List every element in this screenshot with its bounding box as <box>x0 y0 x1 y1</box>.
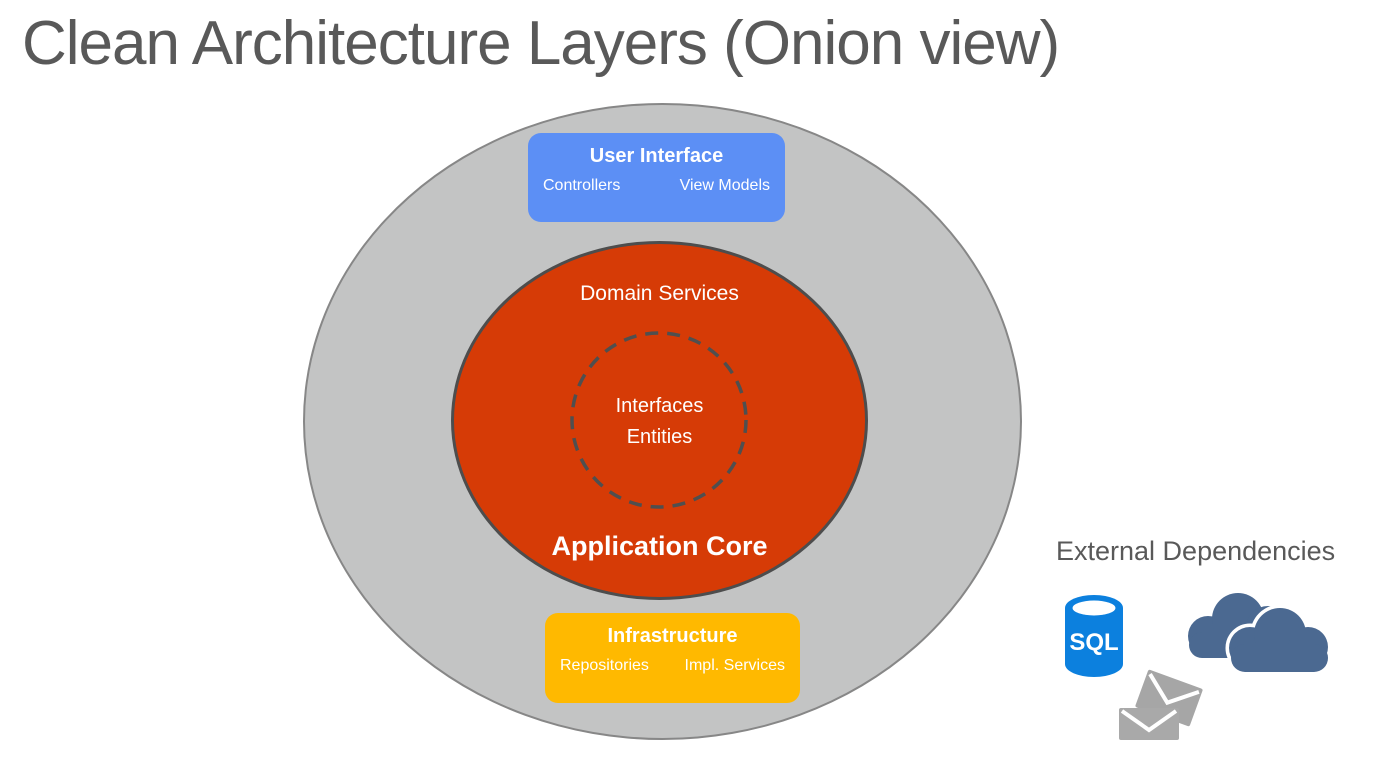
application-core-ellipse <box>451 241 868 600</box>
page-title: Clean Architecture Layers (Onion view) <box>22 9 1060 78</box>
view-models-label: View Models <box>679 177 770 194</box>
controllers-label: Controllers <box>543 177 621 194</box>
cloud-front <box>1229 608 1328 672</box>
cloud-icon <box>1188 593 1332 676</box>
interfaces-label: Interfaces <box>615 395 704 417</box>
inner-dashed-circle-icon <box>570 331 748 509</box>
impl-services-label: Impl. Services <box>684 657 785 674</box>
entities-label: Entities <box>626 426 693 448</box>
external-dependencies-title: External Dependencies <box>1056 536 1336 566</box>
user-interface-box-items: Controllers View Models <box>528 177 785 195</box>
application-core-label: Application Core <box>551 531 768 561</box>
repositories-label: Repositories <box>560 657 649 674</box>
infrastructure-box-items: Repositories Impl. Services <box>545 657 800 675</box>
infrastructure-box-title: Infrastructure <box>607 625 738 647</box>
sql-database-icon: SQL <box>1065 595 1123 677</box>
user-interface-box-title: User Interface <box>589 145 724 167</box>
domain-services-label: Domain Services <box>580 282 739 305</box>
sql-label: SQL <box>1069 629 1118 656</box>
sql-cylinder-body <box>1065 595 1123 677</box>
envelope-front-icon <box>1119 708 1179 740</box>
sql-cylinder-top <box>1072 600 1116 616</box>
user-interface-box: User Interface Controllers View Models <box>528 133 785 222</box>
infrastructure-box: Infrastructure Repositories Impl. Servic… <box>545 613 800 703</box>
dashed-circle <box>570 331 748 509</box>
